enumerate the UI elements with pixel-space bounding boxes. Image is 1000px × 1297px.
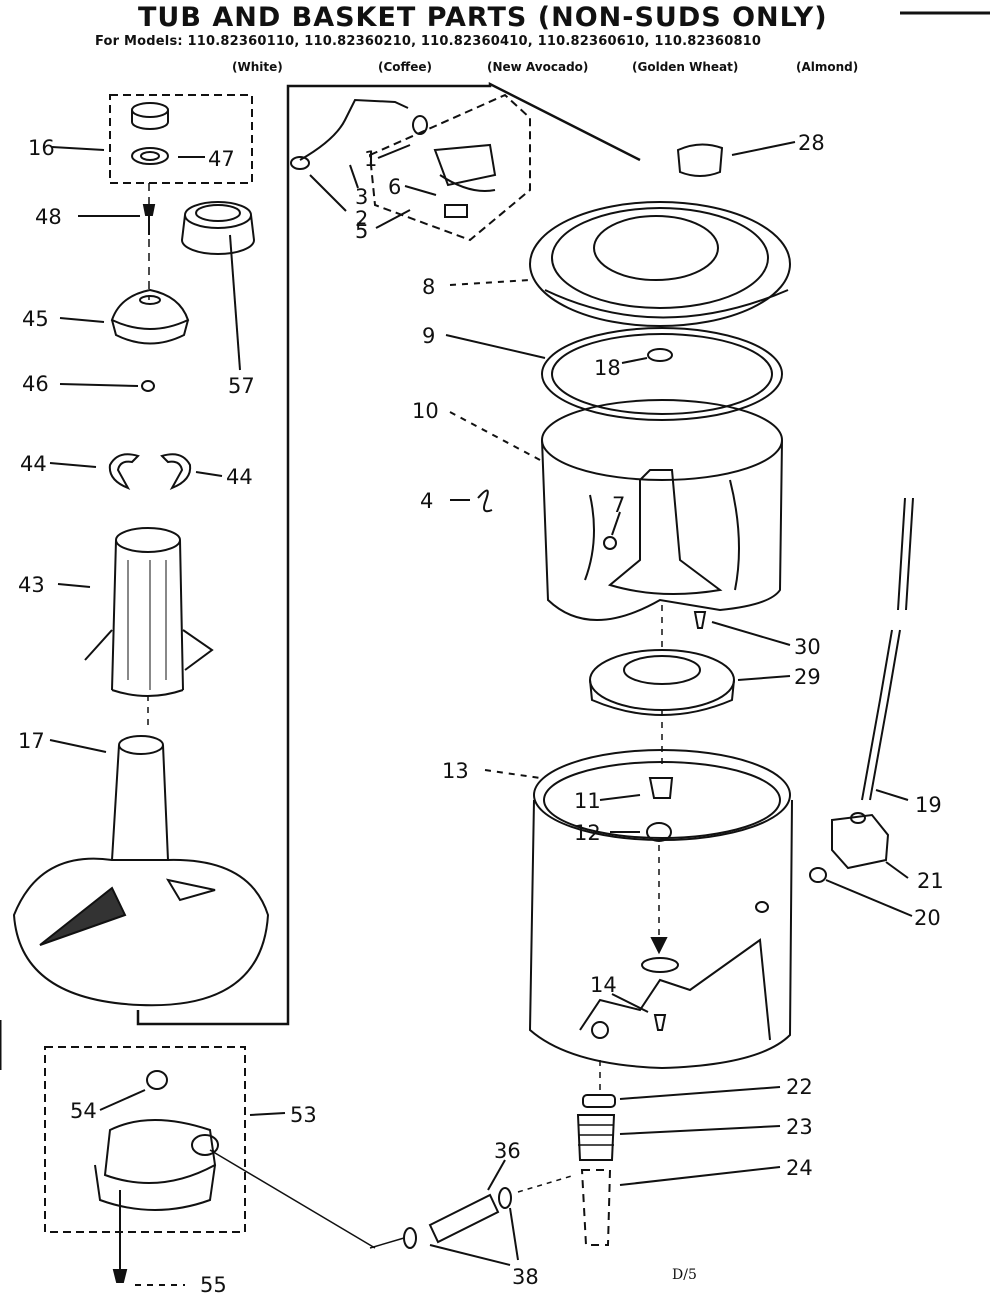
color-almond: (Almond)	[796, 60, 859, 74]
part-label-17: 17	[18, 729, 45, 753]
part-label-47: 47	[208, 147, 235, 171]
leader-9	[445, 334, 546, 359]
part-label-43: 43	[18, 573, 45, 597]
part-label-18: 18	[594, 356, 621, 380]
leader-17	[49, 739, 107, 753]
leader-16	[51, 146, 105, 151]
part-label-30: 30	[794, 635, 821, 659]
leader-18	[621, 357, 648, 364]
leader-54	[99, 1089, 146, 1111]
part-label-24: 24	[786, 1156, 813, 1180]
color-white: (White)	[232, 60, 283, 74]
part-label-22: 22	[786, 1075, 813, 1099]
part-label-48: 48	[35, 205, 62, 229]
part-label-19: 19	[915, 793, 942, 817]
leader-14	[611, 993, 649, 1013]
leader-7	[611, 511, 621, 536]
part-label-29: 29	[794, 665, 821, 689]
part-label-1: 1	[364, 147, 377, 171]
part-label-4: 4	[420, 489, 433, 513]
group-box-16	[109, 94, 253, 184]
models-line: For Models: 110.82360110, 110.82360210, …	[95, 34, 762, 49]
leader-3	[349, 164, 359, 189]
leader-22	[619, 1086, 781, 1100]
part-label-53: 53	[290, 1103, 317, 1127]
leader-36	[487, 1159, 506, 1191]
leader-10	[449, 411, 541, 461]
leader-45	[59, 317, 105, 323]
leader-24	[619, 1166, 781, 1186]
leader-1	[377, 144, 411, 159]
part-label-9: 9	[422, 324, 435, 348]
part-label-8: 8	[422, 275, 435, 299]
part-label-36: 36	[494, 1139, 521, 1163]
part-label-20: 20	[914, 906, 941, 930]
leader-6	[404, 185, 437, 196]
leader-8	[449, 279, 531, 286]
part-label-45: 45	[22, 307, 49, 331]
leader-11	[599, 794, 641, 801]
part-label-2: 2	[355, 207, 368, 231]
part-label-11: 11	[574, 789, 601, 813]
leader-21	[885, 861, 909, 879]
leader-28	[731, 141, 796, 156]
leader-13	[484, 769, 541, 779]
part-label-38: 38	[512, 1265, 539, 1289]
leader-20	[825, 879, 913, 917]
leader-5	[375, 209, 411, 229]
part-label-57: 57	[228, 374, 255, 398]
color-new-avocado: (New Avocado)	[487, 60, 589, 74]
part-label-54: 54	[70, 1099, 97, 1123]
leader-19	[875, 789, 909, 801]
part-label-12: 12	[574, 821, 601, 845]
leader-38a	[429, 1244, 511, 1266]
color-golden-wheat: (Golden Wheat)	[632, 60, 739, 74]
leader-57	[229, 234, 241, 371]
part-label-44b: 44	[226, 465, 253, 489]
leader-46	[59, 383, 139, 387]
part-label-44a: 44	[20, 452, 47, 476]
part-label-13: 13	[442, 759, 469, 783]
leader-30	[711, 621, 791, 646]
part-label-14: 14	[590, 973, 617, 997]
leader-2	[309, 174, 347, 212]
leader-44b	[195, 471, 223, 477]
part-label-16: 16	[28, 136, 55, 160]
diagram-title: TUB AND BASKET PARTS (NON-SUDS ONLY)	[138, 2, 828, 33]
leader-29	[737, 675, 791, 681]
part-label-23: 23	[786, 1115, 813, 1139]
part-label-21: 21	[917, 869, 944, 893]
leader-43	[57, 583, 91, 588]
part-label-5: 5	[355, 219, 368, 243]
leader-53	[249, 1112, 286, 1116]
part-label-55: 55	[200, 1273, 227, 1297]
part-label-3: 3	[355, 185, 368, 209]
page-code: D/5	[672, 1267, 697, 1283]
part-label-10: 10	[412, 399, 439, 423]
leader-38b	[509, 1207, 519, 1261]
color-coffee: (Coffee)	[378, 60, 433, 74]
part-label-6: 6	[388, 175, 401, 199]
leader-23	[619, 1125, 781, 1135]
part-label-28: 28	[798, 131, 825, 155]
part-label-46: 46	[22, 372, 49, 396]
leader-44a	[49, 462, 97, 468]
part-label-7: 7	[612, 493, 625, 517]
